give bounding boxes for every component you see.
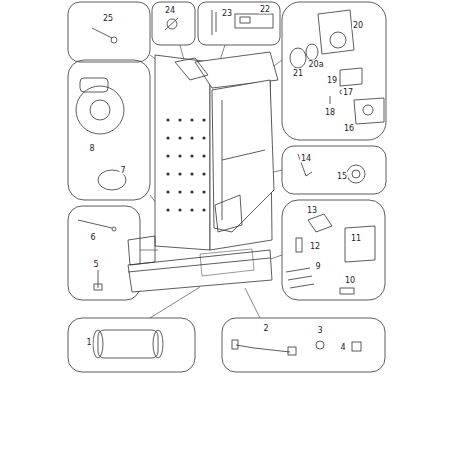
- vent-hole: [202, 172, 205, 175]
- vent-hole: [190, 118, 193, 121]
- callout-number: 13: [306, 206, 318, 215]
- vent-hole: [166, 118, 169, 121]
- vent-hole: [178, 136, 181, 139]
- vent-hole: [178, 208, 181, 211]
- vent-hole: [166, 172, 169, 175]
- callout-number: 1: [85, 338, 92, 347]
- vent-hole: [190, 190, 193, 193]
- stove-body: [128, 52, 278, 292]
- callout-number: 8: [88, 144, 95, 153]
- callout-number: 7: [119, 166, 126, 175]
- callout-number: 20a: [307, 60, 324, 69]
- callout-number: 14: [300, 154, 312, 163]
- vent-hole: [202, 118, 205, 121]
- part-icons: [76, 10, 384, 358]
- vent-hole: [178, 118, 181, 121]
- callout-number: 21: [292, 69, 304, 78]
- vent-hole: [166, 136, 169, 139]
- callout-number: 24: [164, 6, 176, 15]
- callout-bubbles: [68, 2, 386, 372]
- callout-number: 23: [221, 9, 233, 18]
- callout-number: 25: [102, 14, 114, 23]
- callout-number: 10: [344, 276, 356, 285]
- vent-hole: [166, 208, 169, 211]
- vent-hole: [166, 190, 169, 193]
- callout-number: 18: [324, 108, 336, 117]
- vent-holes: [166, 118, 205, 211]
- vent-hole: [190, 208, 193, 211]
- vent-hole: [202, 154, 205, 157]
- vent-hole: [202, 136, 205, 139]
- vent-hole: [202, 190, 205, 193]
- callout-number: 17: [342, 88, 354, 97]
- callout-number: 20: [352, 21, 364, 30]
- callout-number: 5: [92, 260, 99, 269]
- callout-number: 4: [339, 343, 346, 352]
- callout-number: 16: [343, 124, 355, 133]
- vent-hole: [166, 154, 169, 157]
- vent-hole: [190, 136, 193, 139]
- vent-hole: [202, 208, 205, 211]
- callout-number: 3: [316, 326, 323, 335]
- callout-number: 9: [314, 262, 321, 271]
- callout-number: 6: [89, 233, 96, 242]
- callout-number: 12: [309, 242, 321, 251]
- vent-hole: [178, 154, 181, 157]
- callout-number: 19: [326, 76, 338, 85]
- vent-hole: [178, 190, 181, 193]
- callout-number: 15: [336, 172, 348, 181]
- vent-hole: [190, 172, 193, 175]
- callout-number: 2: [262, 324, 269, 333]
- callout-number: 11: [350, 234, 362, 243]
- vent-hole: [178, 172, 181, 175]
- vent-hole: [190, 154, 193, 157]
- callout-number: 22: [259, 5, 271, 14]
